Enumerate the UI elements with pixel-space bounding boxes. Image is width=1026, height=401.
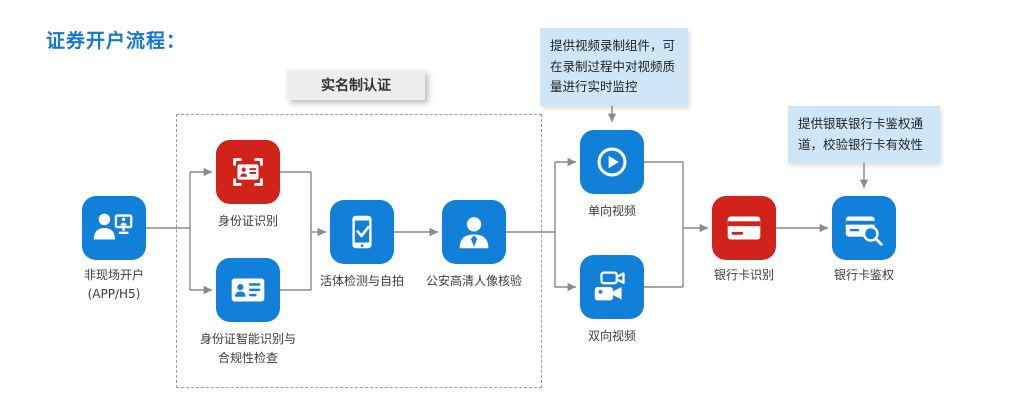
- callout-video-note: 提供视频录制组件，可在录制过程中对视频质量进行实时监控: [540, 28, 688, 106]
- node-label: 非现场开户 (APP/H5): [84, 266, 144, 303]
- realname-group-box: [176, 114, 542, 388]
- node-id-smart: [216, 258, 280, 322]
- node-label: 银行卡识别: [714, 266, 774, 285]
- node-liveness: [330, 200, 394, 264]
- id-card-icon: [231, 278, 265, 302]
- node-label-line: 活体检测与自拍: [319, 274, 405, 288]
- node-two-way-video: [580, 255, 644, 319]
- card-search-icon: [845, 216, 883, 246]
- node-label-line: 银行卡鉴权: [833, 268, 895, 282]
- node-label: 活体检测与自拍: [320, 272, 404, 291]
- node-label-line: 双向视频: [587, 329, 637, 343]
- node-label: 双向视频: [588, 327, 636, 346]
- node-label-line: 公安高清人像核验: [425, 274, 523, 288]
- node-card-ocr: [712, 196, 776, 260]
- node-police-check: [442, 200, 506, 264]
- node-one-way-video: [580, 130, 644, 194]
- video-play-icon: [597, 147, 627, 177]
- callout-card-note: 提供银联银行卡鉴权通道，校验银行卡有效性: [788, 106, 940, 164]
- node-label: 银行卡鉴权: [834, 266, 894, 285]
- realname-group-label: 实名制认证: [287, 70, 425, 100]
- node-card-auth: [832, 196, 896, 260]
- credit-card-icon: [727, 216, 761, 240]
- node-label: 身份证智能识别与 合规性检查: [200, 330, 296, 367]
- phone-check-icon: [352, 215, 372, 249]
- node-label-line: 身份证智能识别与: [199, 332, 297, 346]
- id-scan-icon: [233, 158, 263, 186]
- node-label-line: 非现场开户: [83, 268, 145, 282]
- video-camera-icon: [594, 271, 625, 301]
- node-label-line: 身份证识别: [217, 214, 279, 228]
- node-id-ocr: [216, 140, 280, 204]
- node-label-line: 合规性检查: [217, 350, 279, 365]
- node-label-line: (APP/H5): [87, 286, 141, 301]
- person-monitor-icon: [93, 213, 133, 240]
- node-label-line: 单向视频: [587, 204, 637, 218]
- node-label: 公安高清人像核验: [426, 272, 522, 291]
- node-label: 身份证识别: [218, 212, 278, 231]
- node-label: 单向视频: [588, 202, 636, 221]
- node-remote-open: [82, 196, 146, 260]
- node-label-line: 银行卡识别: [713, 268, 775, 282]
- page-title: 证券开户流程：: [46, 30, 187, 52]
- person-icon: [459, 217, 489, 249]
